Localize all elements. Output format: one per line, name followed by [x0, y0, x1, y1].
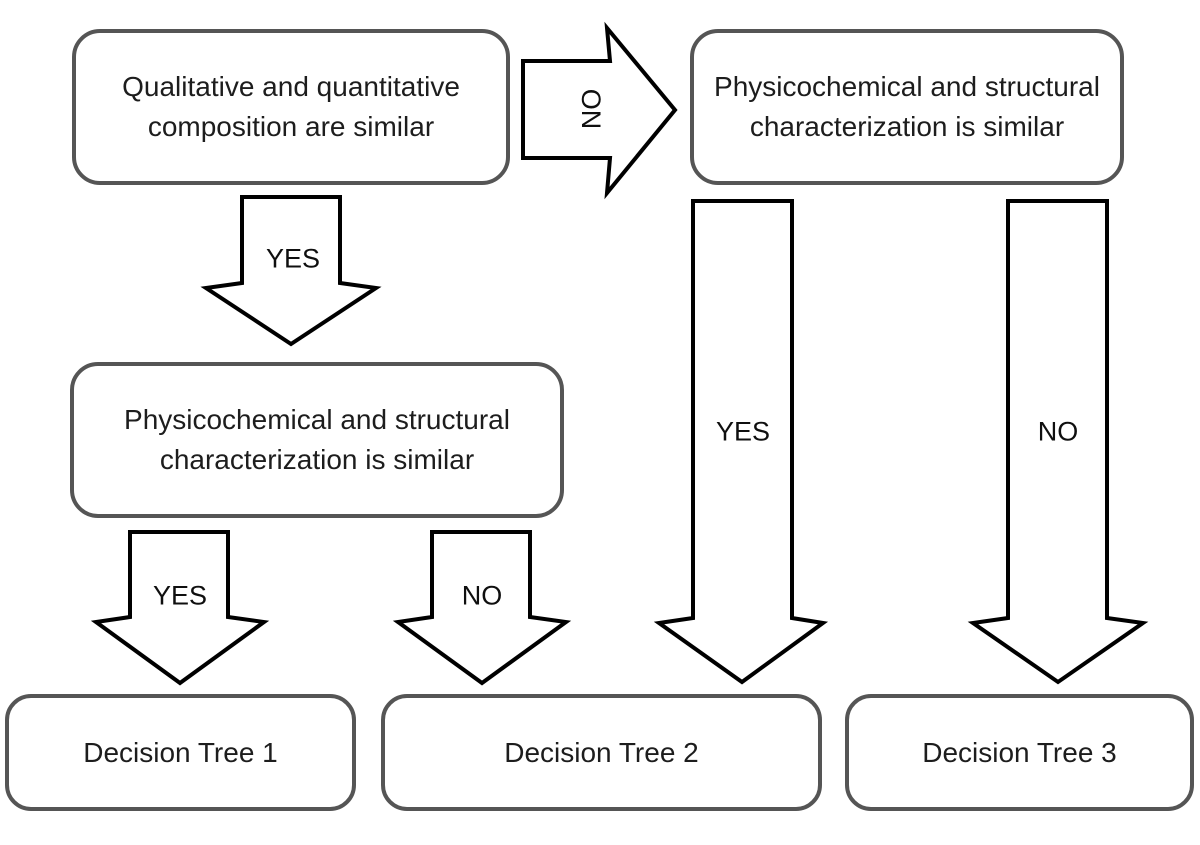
down-arrow-shape: [653, 199, 829, 685]
arrow-yes-to-dt2: YES: [653, 199, 829, 685]
arrow-yes-down-1: YES: [200, 195, 382, 347]
right-arrow-shape: [521, 21, 678, 200]
node-physicochemical-top: Physicochemical and structural character…: [690, 29, 1124, 185]
down-arrow-polygon: [392, 530, 572, 686]
node-physicochemical-top-label: Physicochemical and structural character…: [714, 71, 1100, 142]
down-arrow-shape: [200, 195, 382, 347]
arrow-yes-to-dt2-label: YES: [715, 416, 771, 447]
arrow-no-to-dt2: NO: [392, 530, 572, 686]
node-decision-tree-2: Decision Tree 2: [381, 694, 822, 811]
arrow-yes-down-1-label: YES: [265, 243, 321, 274]
down-arrow-shape: [90, 530, 270, 686]
node-decision-tree-1: Decision Tree 1: [5, 694, 356, 811]
node-physicochemical-mid: Physicochemical and structural character…: [70, 362, 564, 518]
arrow-no-right: NO: [521, 21, 679, 200]
down-arrow-shape: [392, 530, 572, 686]
node-decision-tree-2-label: Decision Tree 2: [504, 736, 699, 768]
arrow-yes-to-dt1-label: YES: [152, 580, 208, 611]
arrow-no-to-dt2-label: NO: [461, 580, 503, 611]
node-decision-tree-3: Decision Tree 3: [845, 694, 1194, 811]
node-decision-tree-3-label: Decision Tree 3: [922, 736, 1117, 768]
node-decision-tree-1-label: Decision Tree 1: [83, 736, 278, 768]
down-arrow-polygon: [200, 195, 382, 347]
right-arrow-polygon: [521, 21, 678, 200]
arrow-no-to-dt3-label: NO: [1037, 416, 1079, 447]
down-arrow-polygon: [90, 530, 270, 686]
down-arrow-shape: [967, 199, 1149, 685]
arrow-yes-to-dt1: YES: [90, 530, 270, 686]
down-arrow-polygon: [967, 199, 1149, 685]
node-physicochemical-mid-label: Physicochemical and structural character…: [124, 404, 510, 475]
down-arrow-polygon: [653, 199, 829, 685]
node-qualitative-quantitative-label: Qualitative and quantitative composition…: [122, 71, 460, 142]
arrow-no-to-dt3: NO: [967, 199, 1149, 685]
node-qualitative-quantitative: Qualitative and quantitative composition…: [72, 29, 510, 185]
arrow-no-right-label: NO: [576, 88, 607, 130]
